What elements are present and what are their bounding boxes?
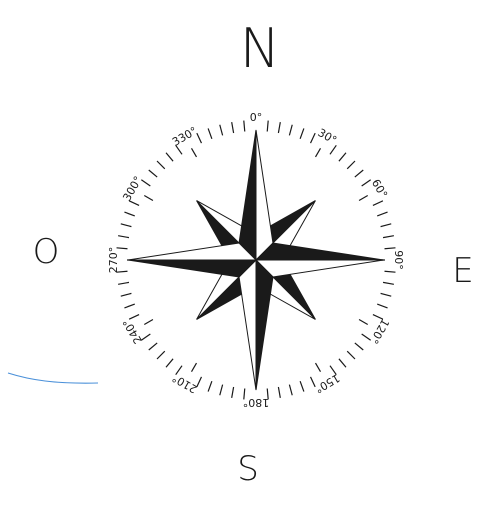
degree-label: 270°	[107, 247, 120, 274]
major-tick-mark	[359, 196, 368, 201]
tick-mark	[381, 224, 392, 227]
major-tick-mark	[144, 196, 153, 201]
tick-mark	[232, 387, 234, 398]
tick-mark	[300, 128, 304, 138]
rose-point-n-dark	[239, 130, 256, 260]
tick-mark	[208, 381, 212, 391]
tick-mark	[383, 282, 394, 284]
tick-mark	[157, 161, 165, 169]
tick-mark	[377, 212, 387, 216]
degree-label: 180°	[243, 396, 270, 409]
cardinal-east-label: E	[452, 251, 473, 291]
tick-mark	[383, 236, 394, 238]
rose-point-s-light	[239, 260, 256, 390]
tick-mark	[278, 387, 280, 398]
degree-label: 60°	[369, 177, 390, 200]
tick-mark	[330, 145, 336, 154]
major-tick-mark	[144, 320, 153, 325]
major-tick-mark	[316, 363, 321, 372]
rose-point-n-light	[256, 130, 273, 260]
tick-mark	[157, 351, 165, 359]
tick-mark	[124, 304, 134, 308]
tick-mark	[118, 282, 129, 284]
degree-label: 0°	[250, 111, 263, 124]
cardinal-north-label: N	[240, 17, 280, 80]
degree-label: 330°	[170, 124, 199, 149]
blue-pen-stroke	[8, 373, 98, 383]
tick-mark	[244, 121, 245, 132]
degree-label: 120°	[367, 317, 392, 346]
major-tick-mark	[192, 148, 197, 157]
tick-mark	[124, 212, 134, 216]
tick-mark	[339, 153, 346, 161]
degree-label: 210°	[170, 371, 199, 396]
tick-mark	[381, 293, 392, 296]
tick-mark	[289, 385, 292, 396]
tick-mark	[385, 271, 396, 272]
degree-label: 240°	[120, 317, 145, 346]
tick-mark	[300, 381, 304, 391]
tick-mark	[166, 153, 173, 161]
degree-label: 300°	[120, 174, 145, 203]
tick-mark	[232, 122, 234, 133]
tick-mark	[220, 125, 223, 136]
tick-mark	[347, 351, 355, 359]
tick-mark	[149, 170, 157, 177]
tick-mark	[121, 293, 132, 296]
tick-mark	[220, 385, 223, 396]
tick-mark	[355, 343, 363, 350]
tick-mark	[121, 224, 132, 227]
degree-label: 90°	[392, 250, 405, 270]
tick-mark	[166, 359, 173, 367]
tick-mark	[385, 248, 396, 249]
major-tick-mark	[192, 363, 197, 372]
degree-label: 30°	[316, 126, 339, 147]
tick-mark	[278, 122, 280, 133]
rose-point-s-dark	[256, 260, 273, 390]
tick-mark	[289, 125, 292, 136]
major-tick-mark	[359, 320, 368, 325]
tick-mark	[267, 121, 268, 132]
tick-mark	[118, 236, 129, 238]
compass-star	[128, 130, 384, 390]
cardinal-west-label: O	[33, 232, 60, 272]
rose-point-e-light	[256, 260, 384, 277]
tick-mark	[377, 304, 387, 308]
tick-mark	[373, 201, 383, 206]
rose-point-w-light	[128, 243, 256, 260]
cardinal-south-label: S	[237, 449, 259, 489]
tick-mark	[311, 133, 316, 143]
tick-mark	[208, 128, 212, 138]
tick-mark	[149, 343, 157, 350]
rose-point-w-dark	[128, 260, 256, 277]
tick-mark	[355, 170, 363, 177]
degree-label: 150°	[313, 371, 342, 396]
tick-mark	[347, 161, 355, 169]
tick-mark	[339, 359, 346, 367]
rose-point-e-dark	[256, 243, 384, 260]
major-tick-mark	[316, 148, 321, 157]
